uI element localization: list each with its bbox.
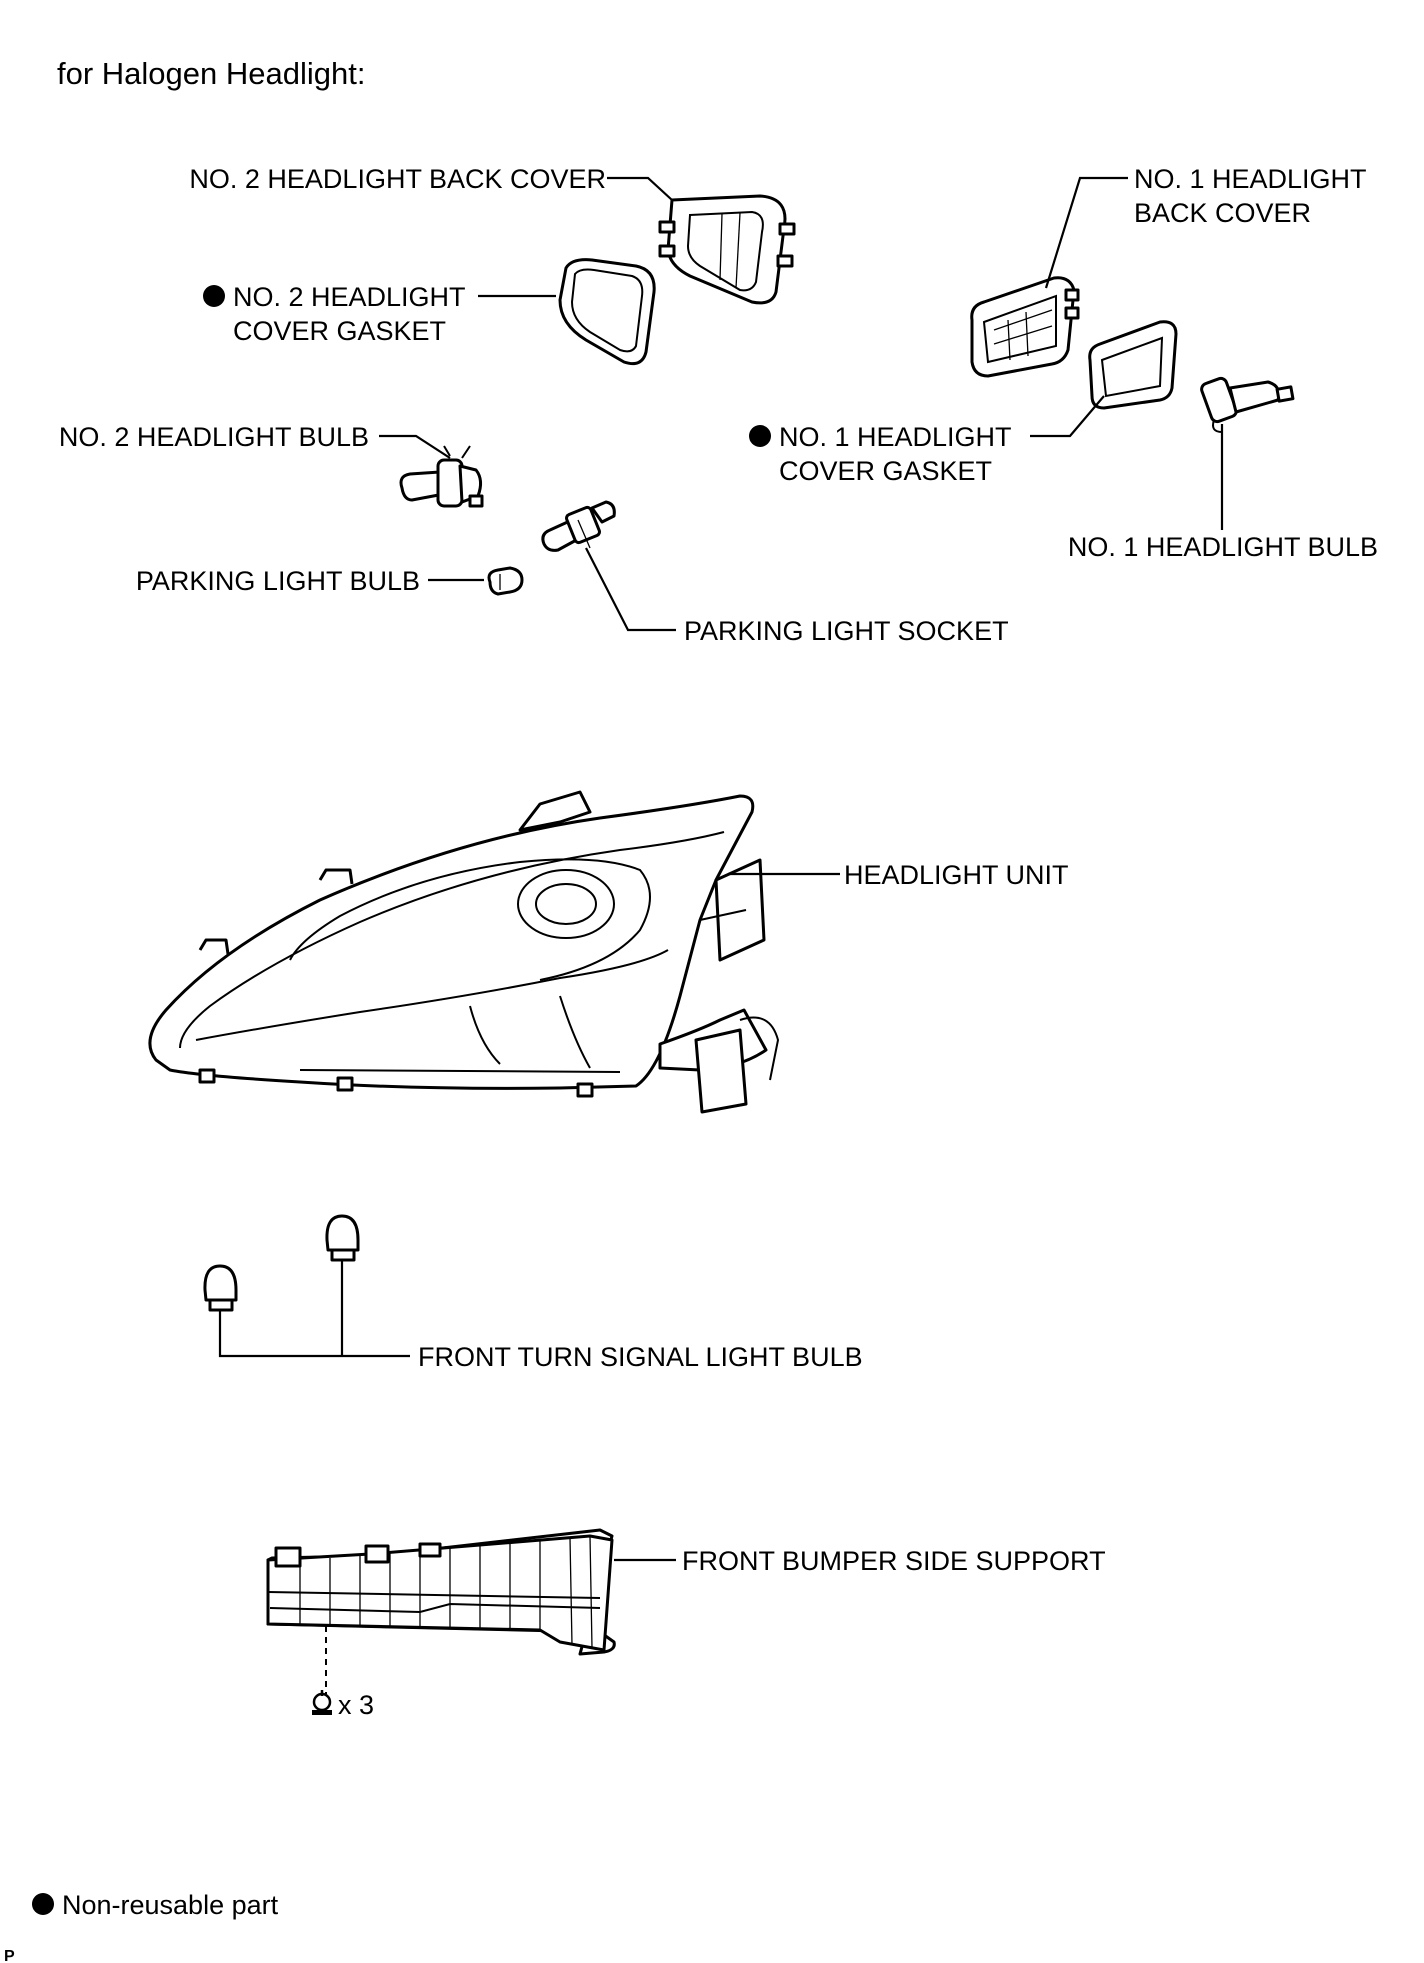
parking-bulb-label: PARKING LIGHT BULB (136, 566, 420, 596)
non-reusable-legend-label: Non-reusable part (62, 1890, 279, 1920)
no1-back-cover-leader (1044, 176, 1128, 289)
no1-bulb-illustration (1200, 376, 1295, 433)
turn-signal-label: FRONT TURN SIGNAL LIGHT BULB (418, 1342, 863, 1372)
bumper-support-label: FRONT BUMPER SIDE SUPPORT (682, 1546, 1106, 1576)
no2-back-cover-label: NO. 2 HEADLIGHT BACK COVER (189, 164, 606, 194)
no1-gasket-label-line2: COVER GASKET (779, 456, 992, 486)
no2-gasket-non-reusable-icon (203, 285, 225, 307)
no1-gasket-illustration (1088, 320, 1178, 410)
headlight-unit-illustration (148, 790, 780, 1114)
parking-socket-illustration (541, 500, 616, 552)
no1-bulb-label: NO. 1 HEADLIGHT BULB (1068, 532, 1378, 562)
no2-bulb-illustration (399, 445, 484, 508)
non-reusable-legend-icon (32, 1893, 54, 1915)
no2-bulb-label: NO. 2 HEADLIGHT BULB (59, 422, 369, 452)
no1-gasket-label-line1: NO. 1 HEADLIGHT (779, 422, 1012, 452)
no2-gasket-label-line1: NO. 2 HEADLIGHT (233, 282, 466, 312)
no1-back-cover-label-line2: BACK COVER (1134, 198, 1311, 228)
headlight-unit-label: HEADLIGHT UNIT (844, 860, 1069, 890)
parking-bulb-illustration (487, 566, 524, 596)
bumper-side-support-illustration (266, 1528, 616, 1656)
screw-icon (312, 1690, 332, 1715)
no2-back-cover-illustration (658, 194, 796, 305)
parking-socket-label: PARKING LIGHT SOCKET (684, 616, 1009, 646)
no1-gasket-non-reusable-icon (749, 425, 771, 447)
turn-signal-leader (218, 1310, 410, 1358)
no1-gasket-leader (1030, 395, 1105, 438)
turn-signal-bulb-right-illustration (325, 1214, 360, 1262)
footer-mark: P (4, 1948, 15, 1963)
no1-back-cover-label-line1: NO. 1 HEADLIGHT (1134, 164, 1367, 194)
diagram-title: for Halogen Headlight: (57, 56, 365, 91)
screw-quantity: x 3 (338, 1690, 374, 1720)
no2-gasket-illustration (558, 258, 656, 366)
no2-gasket-label-line2: COVER GASKET (233, 316, 446, 346)
no1-back-cover-illustration (970, 276, 1080, 378)
no2-bulb-leader (379, 434, 451, 459)
no2-back-cover-leader (607, 176, 673, 201)
parking-socket-leader (585, 547, 676, 632)
turn-signal-bulb-left-illustration (203, 1264, 238, 1312)
